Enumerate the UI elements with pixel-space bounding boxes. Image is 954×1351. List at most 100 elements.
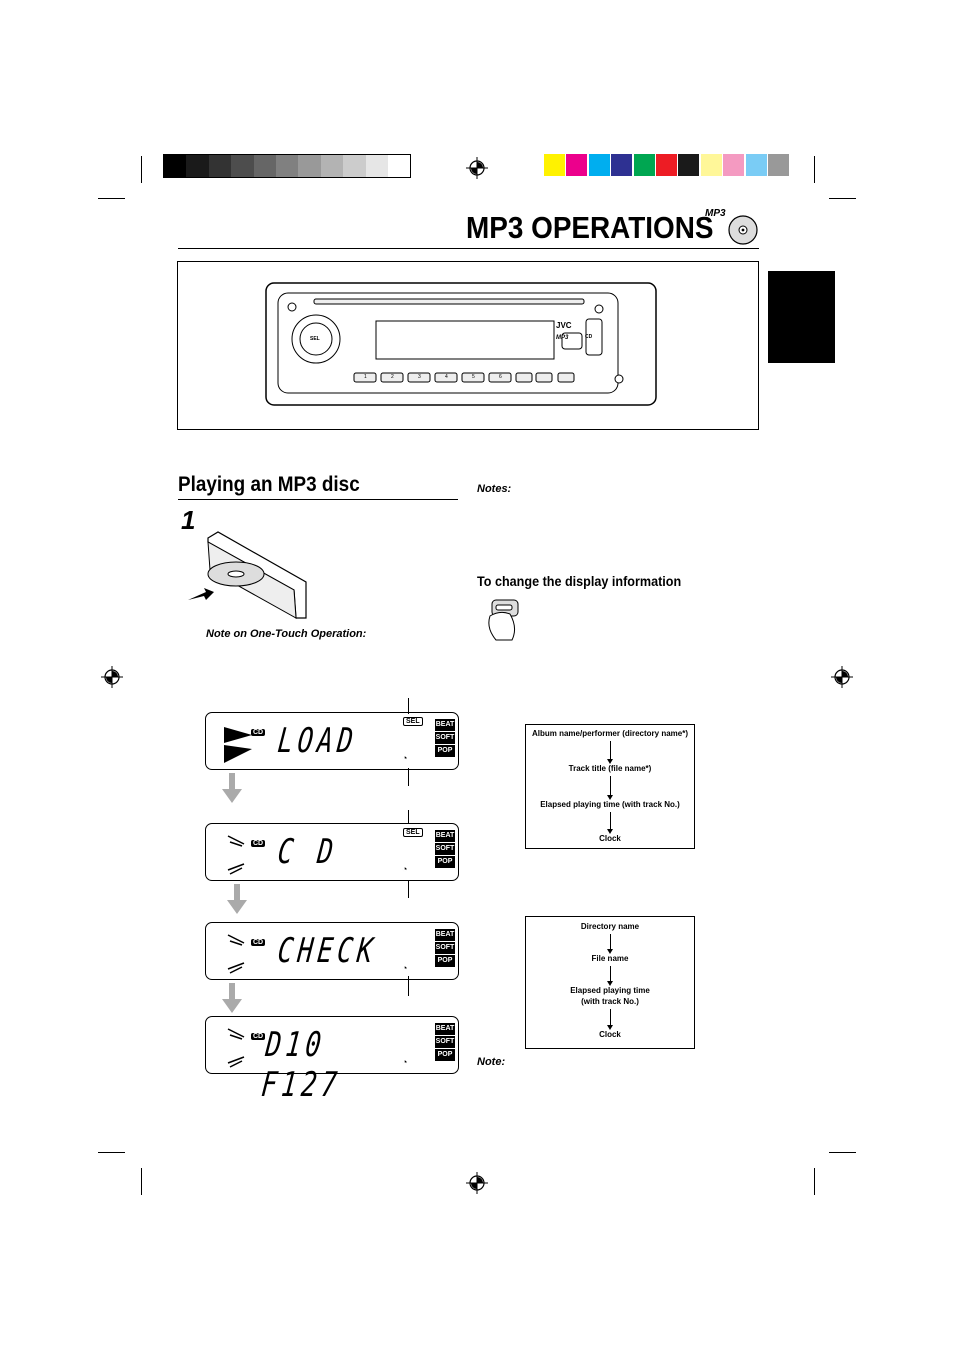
crop-mark [141, 1168, 142, 1195]
down-arrow-icon [227, 884, 247, 914]
preset-button-5[interactable]: 5 [472, 374, 475, 380]
color-swatch [656, 154, 677, 176]
level-meter-icon [227, 835, 245, 875]
brand-label: JVC [556, 321, 572, 330]
flow-arrow-line [610, 934, 611, 949]
gray-swatch [365, 155, 388, 177]
callout-line [408, 698, 409, 714]
flow-arrow-head [607, 829, 613, 834]
flow-item: Track title (file name*) [568, 764, 652, 773]
gray-swatch [186, 155, 209, 177]
sound-mode-pop: POP [435, 955, 455, 967]
cd-indicator: CD [251, 939, 266, 946]
preset-button-1[interactable]: 1 [364, 374, 367, 380]
sound-mode-pop: POP [435, 745, 455, 757]
preset-button-4[interactable]: 4 [445, 374, 448, 380]
flow-arrow-head [607, 759, 613, 764]
crop-mark [814, 1168, 815, 1195]
crop-mark [829, 198, 856, 199]
flow-item: Clock [599, 1030, 621, 1039]
grayscale-bar [163, 154, 411, 178]
disc-indicator-icon: ◔ [402, 963, 408, 973]
sound-mode-soft: SOFT [435, 843, 455, 855]
level-meter-icon [227, 1028, 245, 1068]
mp3-logo-text: MP3 [705, 208, 726, 219]
registration-target-icon [466, 157, 488, 179]
flow-arrow-line [610, 812, 611, 829]
flow-arrow-head [607, 1025, 613, 1030]
registration-target-icon [466, 1172, 488, 1194]
level-meter-icon [224, 727, 252, 763]
color-swatch [700, 154, 722, 176]
level-meter-icon [227, 934, 245, 974]
crop-mark [98, 198, 125, 199]
color-swatch [745, 154, 767, 176]
lcd-text: LOAD [275, 721, 360, 761]
color-swatch [588, 154, 610, 176]
cd-indicator: CD [251, 840, 266, 847]
disc-indicator-icon: ◔ [402, 753, 408, 763]
disc-insert-illustration [188, 531, 307, 619]
note-label: Note: [477, 1056, 506, 1068]
change-display-heading: To change the display information [477, 573, 682, 589]
crop-mark [141, 156, 142, 183]
crop-mark [814, 156, 815, 183]
notes-label: Notes: [477, 483, 512, 495]
sound-mode-soft: SOFT [435, 1036, 455, 1048]
sound-mode-beat: BEAT [435, 929, 455, 941]
flow-item: File name [591, 954, 629, 963]
preset-button-2[interactable]: 2 [391, 374, 394, 380]
flow-arrow-line [610, 776, 611, 795]
cd-indicator: CD [251, 729, 266, 736]
gray-swatch [298, 155, 321, 177]
gray-swatch [320, 155, 344, 177]
flow-item: Clock [599, 834, 621, 843]
preset-button-3[interactable]: 3 [418, 374, 421, 380]
flow-item: Elapsed playing time (with track No.) [540, 800, 680, 809]
registration-target-icon [101, 666, 123, 688]
color-swatch [544, 154, 565, 176]
registration-target-icon [831, 666, 853, 688]
sel-indicator: SEL [403, 717, 423, 726]
lcd-text: CHECK [275, 931, 380, 971]
callout-line [408, 880, 409, 898]
gray-swatch [388, 155, 411, 177]
mp3-logo: MP3 [705, 208, 760, 248]
flow-box-tag: Album name/performer (directory name*) Tr… [525, 724, 695, 849]
color-swatch [633, 154, 655, 176]
cd-disc-icon [728, 215, 758, 245]
language-tab [768, 271, 835, 363]
gray-swatch [343, 155, 366, 177]
gray-swatch [253, 155, 276, 177]
sound-mode-pop: POP [435, 1049, 455, 1061]
cd-indicator: CD [251, 1033, 266, 1040]
flow-arrow-head [607, 981, 613, 986]
callout-line [408, 768, 409, 786]
preset-button-6[interactable]: 6 [499, 374, 502, 380]
flow-arrow-head [607, 949, 613, 954]
disc-indicator-icon: ◔ [402, 1057, 408, 1067]
crop-mark [98, 1152, 125, 1153]
crop-mark [829, 1152, 856, 1153]
callout-line [408, 976, 409, 996]
title-rule [178, 248, 759, 249]
unit-mp3-badge: MP3 [556, 335, 569, 341]
disc-indicator-icon: ◔ [402, 864, 408, 874]
sound-mode-soft: SOFT [435, 732, 455, 744]
cd-button[interactable]: CD [585, 334, 593, 340]
flow-item: Album name/performer (directory name*) [531, 729, 689, 738]
gray-swatch [231, 155, 254, 177]
flow-item: (with track No.) [581, 997, 639, 1006]
car-stereo-illustration [265, 282, 657, 406]
sound-mode-beat: BEAT [435, 719, 455, 731]
flow-arrow-head [607, 795, 613, 800]
flow-arrow-line [610, 741, 611, 759]
